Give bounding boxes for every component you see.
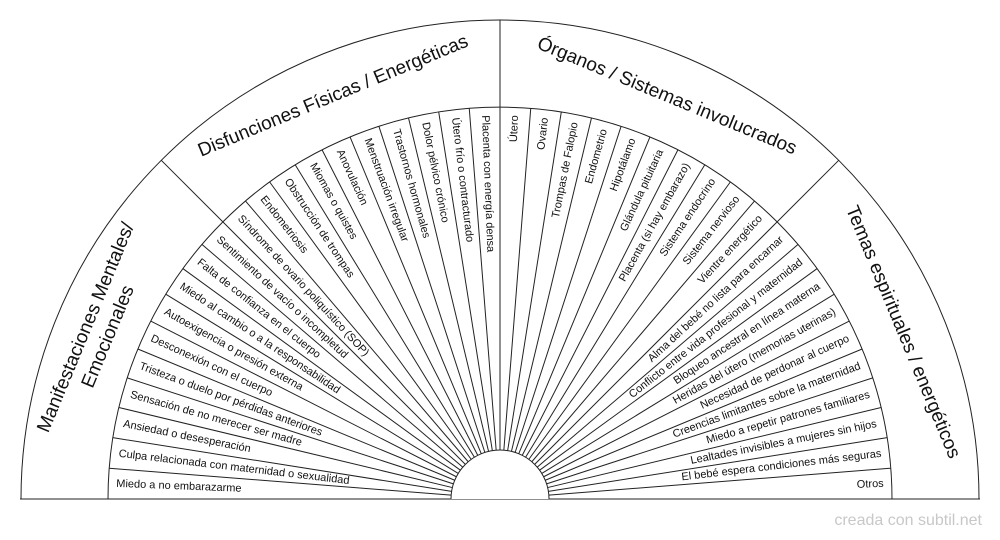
segment-label: Útero frío o contracturado xyxy=(449,117,477,243)
segment-divider xyxy=(503,108,532,451)
section-title: Manifestaciones Mentales/Emocionales xyxy=(33,219,139,436)
segment-divider xyxy=(165,293,459,474)
segment-divider xyxy=(546,377,873,485)
segment-label: Otros xyxy=(857,478,885,491)
segment-divider xyxy=(245,200,469,463)
segment-divider xyxy=(127,377,454,485)
segment-label: Trompas de Falopio xyxy=(550,121,581,219)
segment-divider xyxy=(468,108,497,451)
segment-divider xyxy=(294,164,475,458)
section-divider xyxy=(160,159,466,465)
segment-divider xyxy=(182,268,461,471)
segment-divider xyxy=(545,348,863,481)
segment-divider xyxy=(543,320,850,478)
segment-divider xyxy=(269,181,472,460)
section-divider xyxy=(534,159,840,465)
segment-divider xyxy=(349,136,482,454)
segment-divider xyxy=(536,244,799,468)
segment-divider xyxy=(548,467,891,496)
segment-label: Hipotálamo xyxy=(608,137,639,193)
segment-divider xyxy=(438,111,493,451)
segment-divider xyxy=(531,200,755,463)
segment-divider xyxy=(541,293,835,474)
section-titles: Manifestaciones Mentales/EmocionalesDisf… xyxy=(33,31,964,462)
segment-divider xyxy=(521,149,679,456)
segment-divider xyxy=(539,268,818,471)
segment-divider xyxy=(547,407,882,489)
segment-divider xyxy=(528,181,731,460)
segment-label: Ovario xyxy=(535,117,551,151)
segment-divider xyxy=(507,111,562,451)
segment-divider xyxy=(112,437,452,492)
segment-label: Placenta con energía densa xyxy=(479,115,496,253)
center-hub xyxy=(450,449,550,500)
segment-label: Miedo a no embarazarme xyxy=(116,478,242,495)
segment-label: Útero xyxy=(507,115,521,142)
segment-divider xyxy=(109,467,452,496)
segment-label: Vientre energético xyxy=(696,213,765,287)
segment-divider xyxy=(408,117,490,452)
segment-divider xyxy=(518,136,651,454)
segment-divider xyxy=(525,164,706,458)
segment-divider xyxy=(510,117,592,452)
segment-divider xyxy=(137,348,455,481)
segment-divider xyxy=(514,126,622,453)
segment-divider xyxy=(118,407,453,489)
segment-divider xyxy=(378,126,486,453)
segment-divider xyxy=(201,244,464,468)
credit-text: creada con subtil.net xyxy=(834,512,982,529)
chart-lines xyxy=(20,19,980,500)
segment-divider xyxy=(321,149,479,456)
segment-divider xyxy=(150,320,457,478)
segment-divider xyxy=(548,437,888,492)
